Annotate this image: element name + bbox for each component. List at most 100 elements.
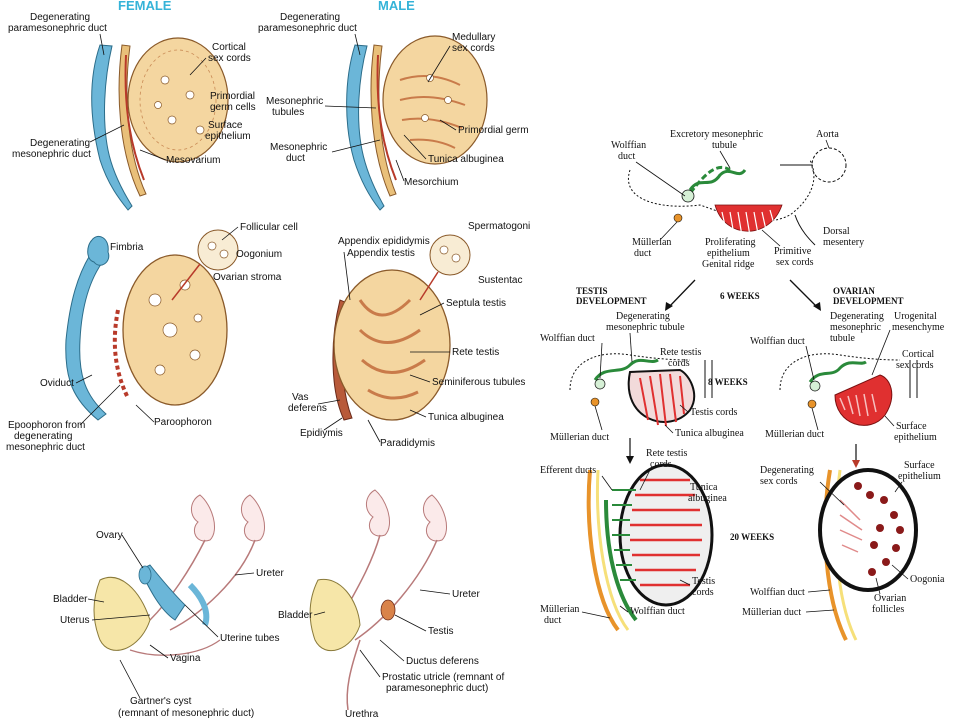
testis-8-weeks [569, 353, 713, 427]
label-epoophoron-3: mesonephric duct [6, 442, 85, 453]
label-rete-cords-t20-1: Rete testis [646, 448, 687, 459]
label-mesovarium: Mesovarium [166, 155, 220, 166]
label-ovary: Ovary [96, 530, 123, 541]
label-septula-testis: Septula testis [446, 298, 506, 309]
label-degen-tubule-o8-3: tubule [830, 333, 856, 344]
ovarian-dev-header-1: OVARIAN [833, 286, 875, 296]
label-follicular-cell: Follicular cell [240, 222, 298, 233]
male-early-gonad [346, 35, 488, 211]
label-testis-cords-t20-1: Testis [692, 576, 715, 587]
label-rete-testis-m: Rete testis [452, 347, 499, 358]
label-aorta: Aorta [816, 129, 839, 140]
label-mullerian-t8: Müllerian duct [550, 432, 609, 443]
label-medullary-cords-2: sex cords [452, 43, 495, 54]
label-medullary-cords-1: Medullary [452, 32, 495, 43]
label-mullerian-t20-2: duct [544, 615, 561, 626]
label-rete-cords-t8-1: Rete testis [660, 347, 701, 358]
female-early-gonad [91, 37, 229, 211]
label-sustentacular: Sustentac [478, 275, 522, 286]
label-mesonephric-duct-1: Mesonephric [270, 142, 327, 153]
label-mesonephric-tubules-2: tubules [272, 107, 304, 118]
label-surface-epi-f1: Surface [208, 120, 243, 131]
label-urogenital-2: mesenchyme [892, 322, 945, 333]
label-cortical-o8-2: sex cords [896, 360, 934, 371]
label-cortical-o8-1: Cortical [902, 349, 934, 360]
label-degen-tubule-t8-2: mesonephric tubule [606, 322, 685, 333]
testis-dev-header-2: DEVELOPMENT [576, 296, 647, 306]
ovary-8-weeks [779, 353, 918, 426]
label-oogonia: Oogonia [910, 574, 945, 585]
label-rete-cords-t8-2: cords [668, 358, 690, 369]
label-primitive-cords-2: sex cords [776, 257, 814, 268]
label-excretory-tubule-2: tubule [712, 140, 738, 151]
label-mesonephric-tubules-1: Mesonephric [266, 96, 323, 107]
label-wolffian-t8: Wolffian duct [540, 333, 595, 344]
label-uterus: Uterus [60, 615, 89, 626]
male-header: MALE [378, 0, 415, 13]
ovarian-dev-header-2: DEVELOPMENT [833, 296, 904, 306]
label-primordial-germ-f2: germ cells [210, 102, 256, 113]
label-surface-epi-o20-1: Surface [904, 460, 935, 471]
label-ductus-deferens: Ductus deferens [406, 656, 479, 667]
label-gartner-1: Gartner's cyst [130, 696, 192, 707]
label-surface-epi-o20-2: epithelium [898, 471, 941, 482]
label-mullerian-t20-1: Müllerian [540, 604, 579, 615]
label-cortical-cords-2: sex cords [208, 53, 251, 64]
label-ovarian-follicles-2: follicles [872, 604, 904, 615]
label-surface-epi-o8-2: epithelium [894, 432, 937, 443]
label-paroophoron: Paroophoron [154, 417, 212, 428]
eight-weeks-label: 8 WEEKS [708, 377, 748, 387]
label-efferent: Efferent ducts [540, 465, 596, 476]
label-urogenital-1: Urogenital [894, 311, 937, 322]
label-degen-tubule-o8-1: Degenerating [830, 311, 884, 322]
twenty-weeks-label: 20 WEEKS [730, 532, 774, 542]
label-mullerian-top-2: duct [634, 248, 651, 259]
label-excretory-tubule-1: Excretory mesonephric [670, 129, 764, 140]
label-mesonephric-duct-2: duct [286, 153, 305, 164]
label-oogonium: Oogonium [236, 249, 282, 260]
label-tunica-t20-2: albuginea [688, 493, 727, 504]
label-urethra: Urethra [345, 709, 379, 720]
label-paradidymis: Paradidymis [380, 438, 435, 449]
label-wolffian-o20: Wolffian duct [750, 587, 805, 598]
label-testis: Testis [428, 626, 454, 637]
right-figure: Wolffian duct Excretory mesonephric tubu… [540, 0, 960, 720]
label-mullerian-o8: Müllerian duct [765, 429, 824, 440]
label-bladder-m: Bladder [278, 610, 313, 621]
label-tunica-albuginea-m1: Tunica albuginea [428, 154, 504, 165]
female-header: FEMALE [118, 0, 172, 13]
label-primordial-germ-f1: Primordial [210, 91, 255, 102]
label-uterine-tubes: Uterine tubes [220, 633, 279, 644]
label-degen-paramesonephric-f2: paramesonephric duct [8, 23, 107, 34]
label-dorsal-mesentery-1: Dorsal [823, 226, 850, 237]
label-surface-epi-f2: epithelium [205, 131, 251, 142]
label-oviduct: Oviduct [40, 378, 74, 389]
label-prostatic-utricle-1: Prostatic utricle (remnant of [382, 672, 504, 683]
label-degen-cords-2: sex cords [760, 476, 798, 487]
label-primitive-cords-1: Primitive [774, 246, 812, 257]
label-vagina: Vagina [170, 653, 201, 664]
six-weeks-label: 6 WEEKS [720, 291, 760, 301]
label-degen-paramesonephric-m2: paramesonephric duct [258, 23, 357, 34]
label-ovarian-stroma: Ovarian stroma [213, 272, 282, 283]
arrow-to-testis [667, 279, 696, 309]
left-figure: FEMALE MALE Degenerating paramesonephric… [6, 0, 530, 720]
label-ovarian-follicles-1: Ovarian [874, 593, 906, 604]
label-mesorchium: Mesorchium [404, 177, 458, 188]
label-degen-tubule-t8-1: Degenerating [616, 311, 670, 322]
arrow-to-ovary [789, 279, 819, 309]
label-spermatogonia: Spermatogoni [468, 221, 530, 232]
label-testis-cords-t20-2: cords [692, 587, 714, 598]
label-gartner-2: (remnant of mesonephric duct) [118, 708, 254, 719]
label-degen-paramesonephric-f1: Degenerating [30, 12, 90, 23]
label-wolffian-top-1: Wolffian [611, 140, 646, 151]
label-mullerian-o20: Müllerian duct [742, 607, 801, 618]
label-vas-deferens-2: deferens [288, 403, 327, 414]
label-epoophoron-2: degenerating [14, 431, 72, 442]
testis-20-weeks [586, 463, 714, 632]
label-dorsal-mesentery-2: mesentery [823, 237, 864, 248]
label-testis-cords-t8: Testis cords [690, 407, 737, 418]
label-epididymis: Epidiymis [300, 428, 343, 439]
label-wolffian-o8: Wolffian duct [750, 336, 805, 347]
label-proliferating-2: epithelium [707, 248, 750, 259]
